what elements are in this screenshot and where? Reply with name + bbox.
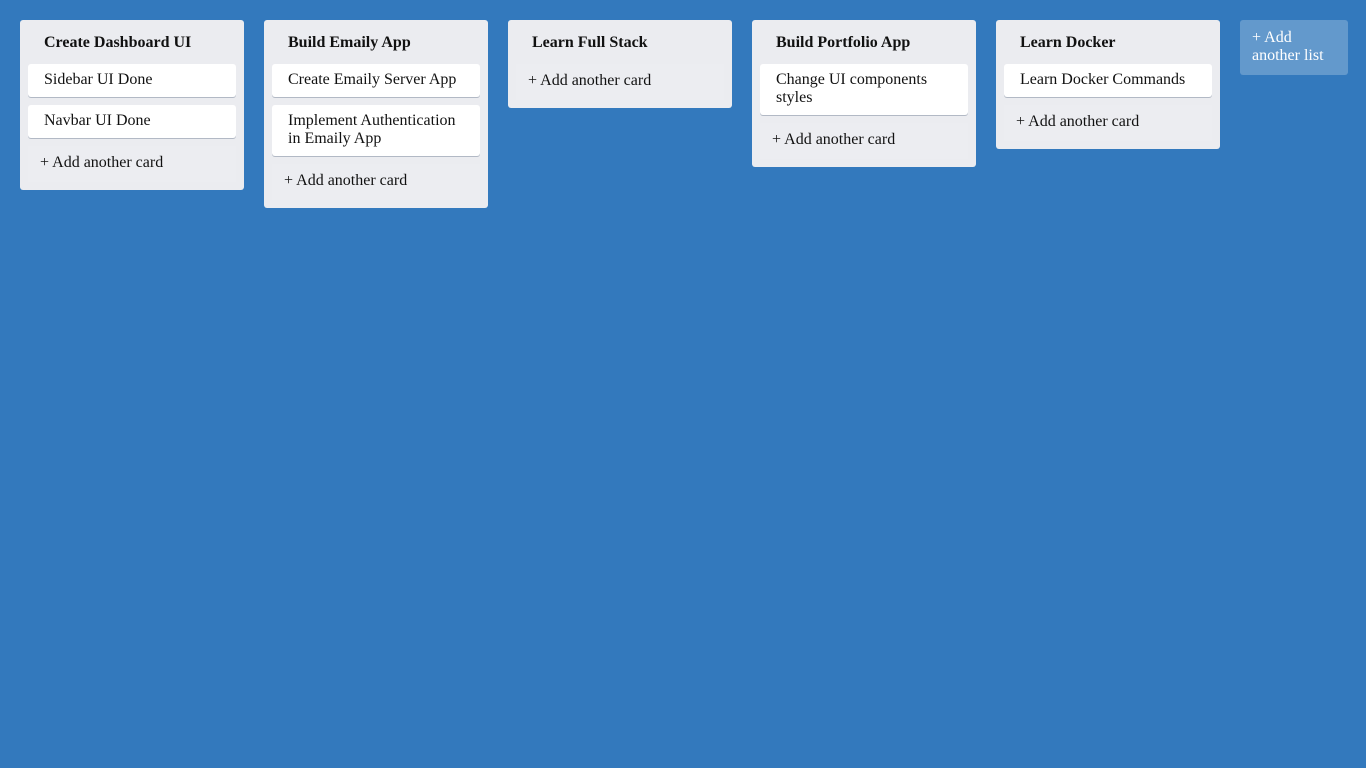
- list-title[interactable]: Learn Docker: [1020, 34, 1116, 51]
- list-build-portfolio-app: Build Portfolio App Change UI components…: [752, 20, 976, 167]
- list-title[interactable]: Create Dashboard UI: [44, 34, 192, 51]
- card[interactable]: Learn Docker Commands: [1004, 64, 1212, 97]
- card[interactable]: Navbar UI Done: [28, 105, 236, 138]
- add-card-button[interactable]: + Add another card: [760, 123, 968, 159]
- list-build-emaily-app: Build Emaily App Create Emaily Server Ap…: [264, 20, 488, 208]
- add-card-button[interactable]: + Add another card: [1004, 105, 1212, 141]
- add-card-button[interactable]: + Add another card: [272, 164, 480, 200]
- board: Create Dashboard UI Sidebar UI Done Navb…: [20, 20, 1348, 208]
- card[interactable]: Change UI components styles: [760, 64, 968, 115]
- list-title[interactable]: Learn Full Stack: [532, 34, 648, 51]
- list-create-dashboard-ui: Create Dashboard UI Sidebar UI Done Navb…: [20, 20, 244, 190]
- list-learn-full-stack: Learn Full Stack + Add another card: [508, 20, 732, 108]
- list-title[interactable]: Build Portfolio App: [776, 34, 911, 51]
- list-learn-docker: Learn Docker Learn Docker Commands + Add…: [996, 20, 1220, 149]
- card[interactable]: Create Emaily Server App: [272, 64, 480, 97]
- card[interactable]: Implement Authentication in Emaily App: [272, 105, 480, 156]
- add-card-button[interactable]: + Add another card: [516, 64, 724, 100]
- list-title[interactable]: Build Emaily App: [288, 34, 411, 51]
- add-card-button[interactable]: + Add another card: [28, 146, 236, 182]
- add-list-button[interactable]: + Add another list: [1240, 20, 1348, 75]
- card[interactable]: Sidebar UI Done: [28, 64, 236, 97]
